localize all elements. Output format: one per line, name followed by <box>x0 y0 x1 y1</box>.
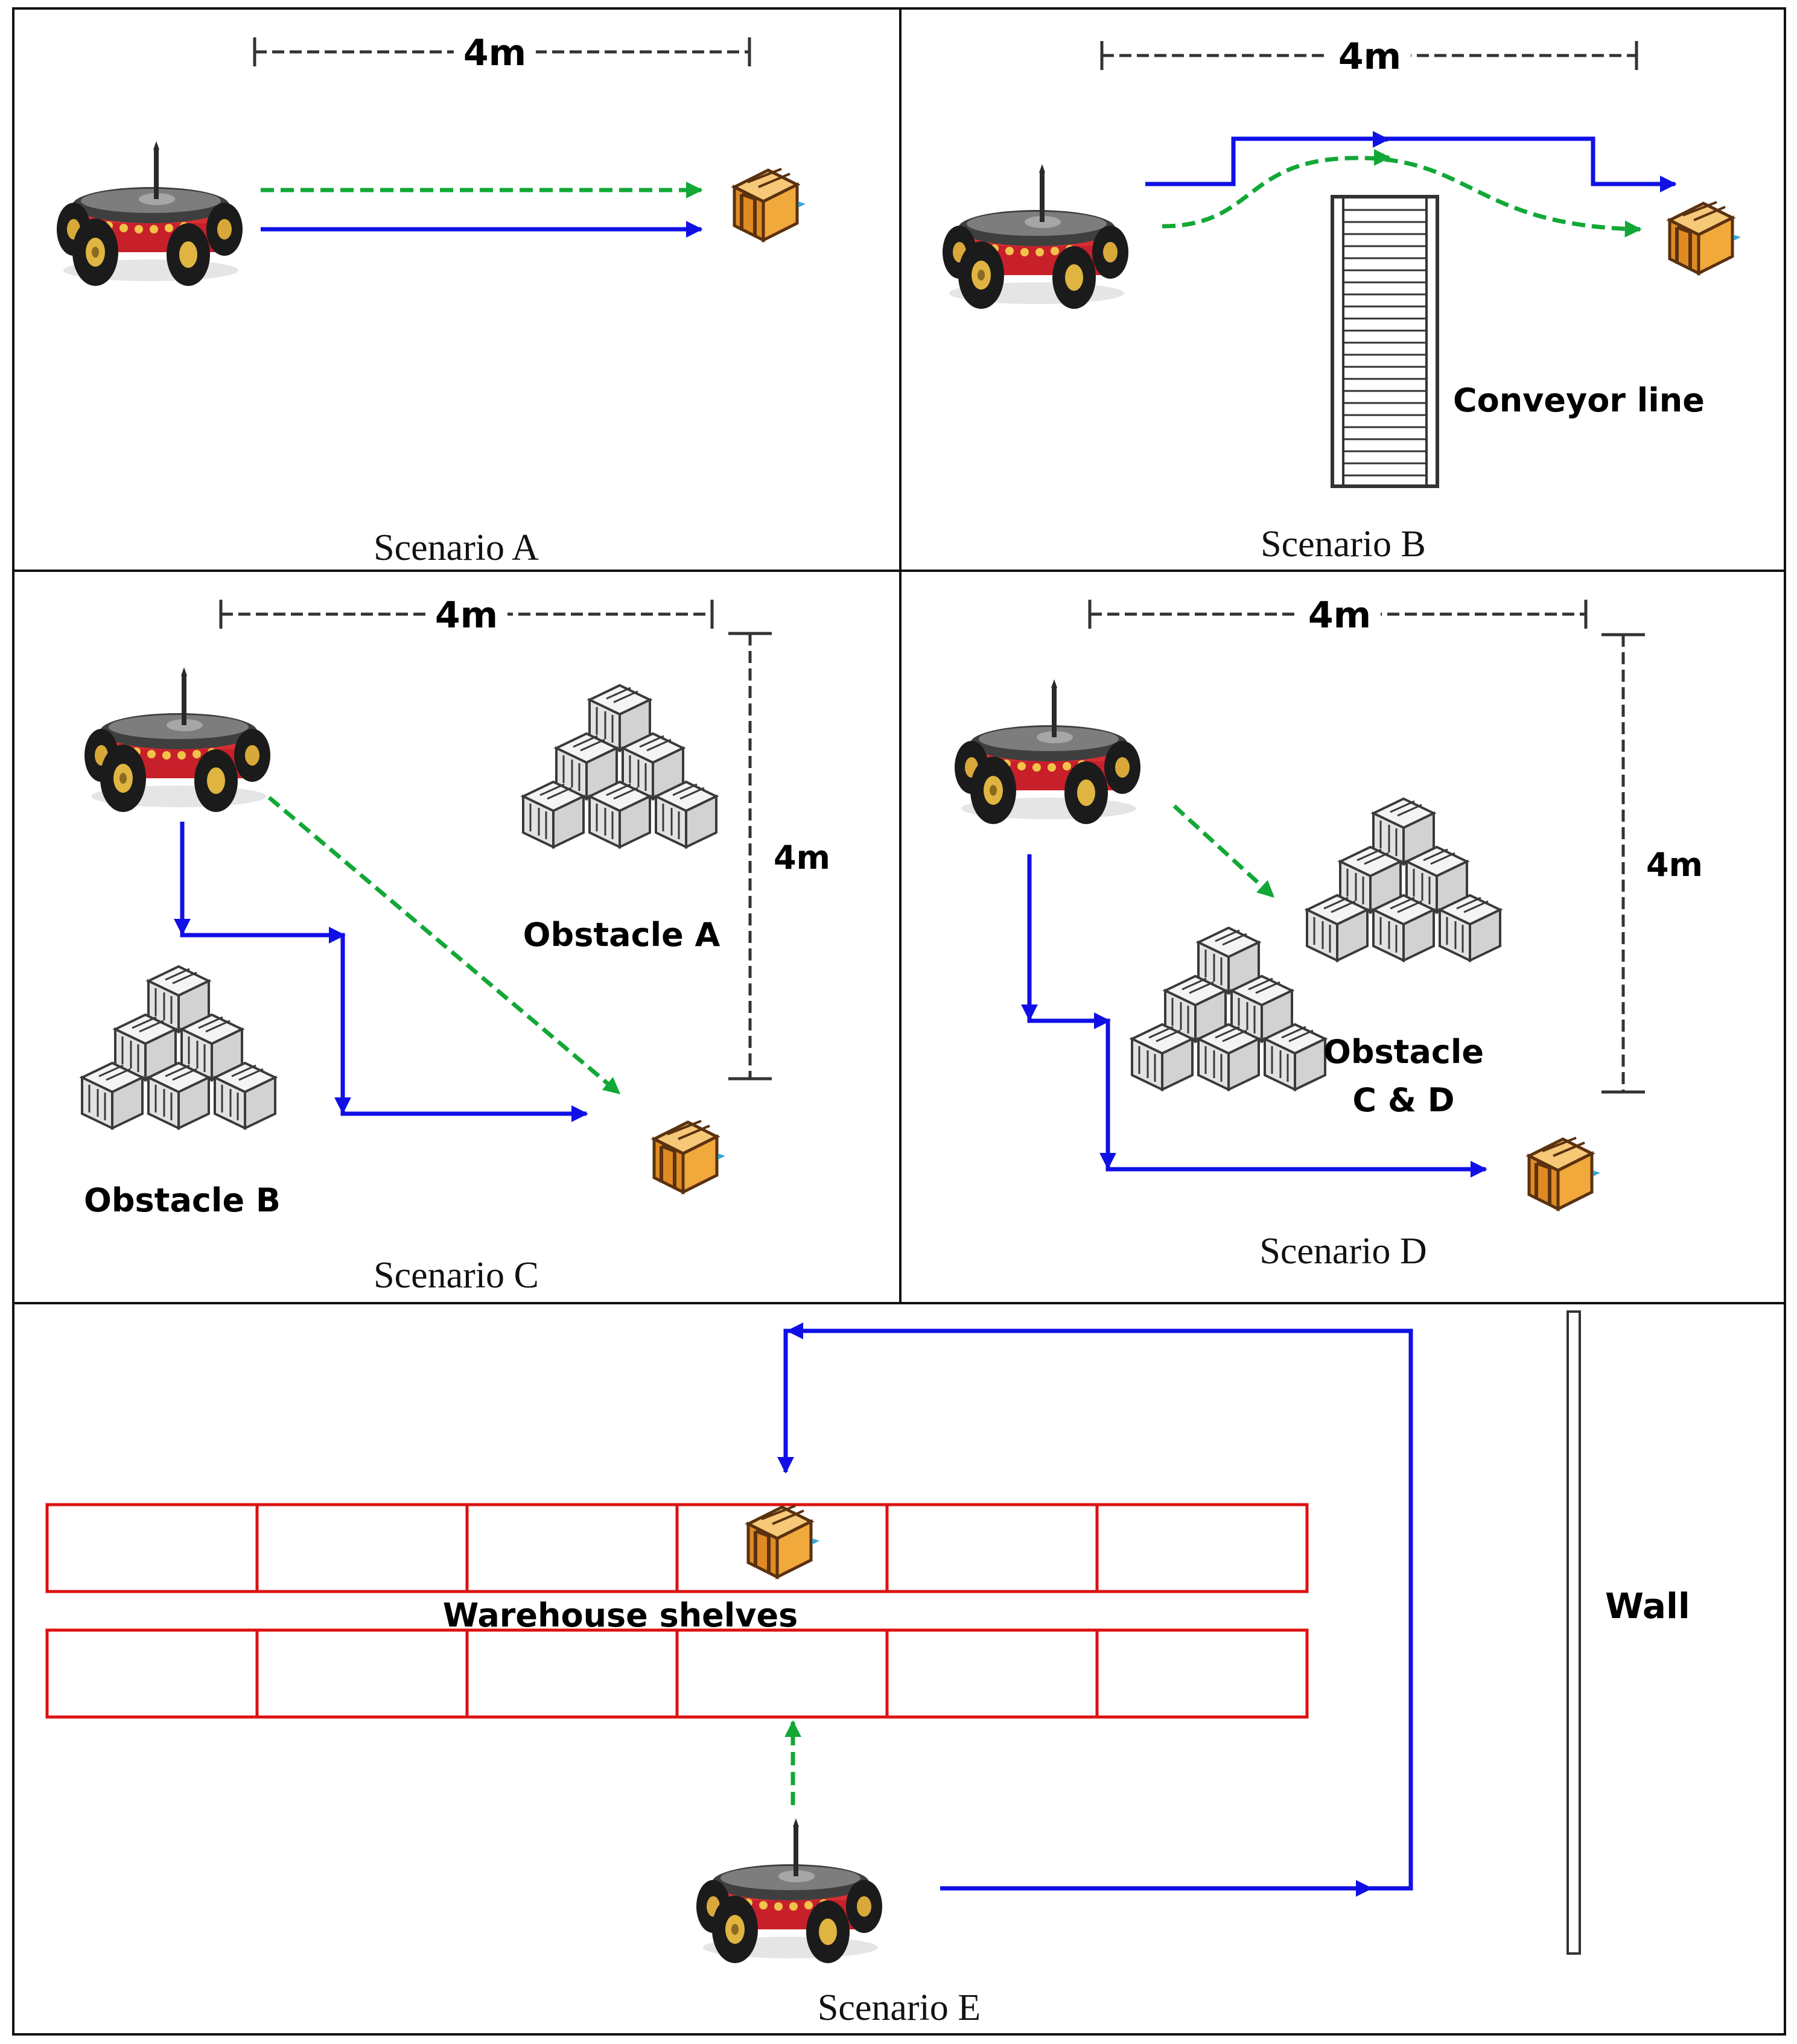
alt-path-arrow <box>1162 156 1642 238</box>
obstacle-b-boxes-icon <box>82 966 275 1128</box>
conveyor-line-shape <box>1331 195 1439 488</box>
panel-scenario-b: 4m Conveyor l <box>943 33 1741 565</box>
robot-icon <box>955 679 1140 824</box>
cargo-box-icon <box>654 1121 725 1192</box>
scenario-title-a: Scenario A <box>374 527 539 568</box>
scenario-title-b: Scenario B <box>1261 524 1426 565</box>
planned-path-arrow <box>777 1328 1413 1891</box>
obstacle-a-label: Obstacle A <box>523 916 720 954</box>
robot-icon <box>57 141 243 286</box>
panel-scenario-d: 4m 4m Obstacle C & D Scenario D <box>955 592 1703 1272</box>
obstacle-cd-label-line1: Obstacle <box>1323 1033 1484 1071</box>
distance-label-b: 4m <box>1338 36 1401 78</box>
distance-label-d-horizontal: 4m <box>1308 594 1371 636</box>
obstacle-a-boxes-icon <box>523 685 716 847</box>
obstacle-c-boxes-icon <box>1132 928 1325 1090</box>
wall-shape <box>1566 1310 1581 1955</box>
cargo-box-icon <box>1529 1138 1600 1209</box>
warehouse-shelves <box>45 1503 1309 1719</box>
cargo-box-icon <box>1670 202 1741 273</box>
panel-borders <box>12 7 1786 2036</box>
shelves-label: Warehouse shelves <box>443 1596 798 1634</box>
planned-path-arrow <box>1145 136 1677 192</box>
distance-label-a: 4m <box>463 32 526 74</box>
alt-path-arrow <box>1172 804 1275 898</box>
scenario-title-d: Scenario D <box>1259 1231 1426 1272</box>
distance-label-d-vertical: 4m <box>1646 846 1703 884</box>
scenario-title-c: Scenario C <box>374 1255 539 1296</box>
wall-label: Wall <box>1605 1585 1690 1627</box>
dimension-bar-c-vertical <box>728 632 772 1081</box>
obstacle-b-label: Obstacle B <box>84 1181 281 1219</box>
panel-scenario-a: 4m Scenario A <box>57 29 806 568</box>
robot-icon <box>84 667 270 812</box>
scenario-title-e: Scenario E <box>818 1987 981 2028</box>
distance-label-c-vertical: 4m <box>774 839 830 877</box>
panel-scenario-e: Warehouse shelves Wall Scenario E <box>45 1310 1690 2028</box>
robot-icon <box>943 164 1128 309</box>
dimension-bar-d-vertical <box>1601 633 1645 1094</box>
cargo-box-icon <box>734 169 806 240</box>
cargo-box-icon <box>748 1506 819 1577</box>
obstacle-cd-label-line2: C & D <box>1352 1081 1454 1119</box>
panel-scenario-c: 4m 4m Obstacle A Obstacle B Scenario C <box>82 592 830 1296</box>
conveyor-label: Conveyor line <box>1453 381 1705 419</box>
obstacle-d-boxes-icon <box>1307 799 1500 960</box>
distance-label-c-horizontal: 4m <box>435 594 498 636</box>
alt-path-arrow <box>267 796 621 1095</box>
robot-icon <box>696 1818 882 1963</box>
